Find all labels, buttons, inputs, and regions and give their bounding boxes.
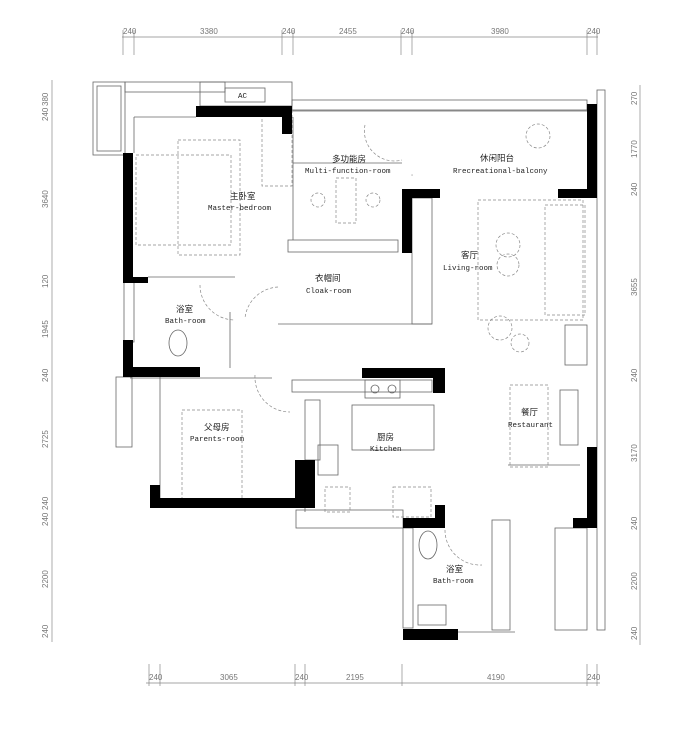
dim-label: 380 [41,92,50,106]
doors [199,124,483,566]
living-room-zh: 客厅 [461,250,479,261]
dim-label: 240 [41,512,50,526]
bath-room-1-en: Bath-room [165,318,206,326]
stove [364,379,401,399]
dim-label: 3380 [200,27,218,36]
ac-label: AC [238,93,248,101]
dim-label: 240 [401,27,415,36]
dim-label: 1945 [41,320,50,338]
dim-label: 240 [41,496,50,510]
structural-walls [123,104,597,640]
restaurant-en: Restaurant [508,422,553,430]
balcony-en: Rrecreational-balcony [453,168,548,176]
dimension-bottom: 240 3065 240 2195 4190 240 [146,664,601,686]
dim-label: 2725 [41,430,50,448]
dim-label: 240 [41,368,50,382]
dim-label: 240 [41,624,50,638]
dim-label: 3655 [630,278,639,296]
dim-label: 240 [630,516,639,530]
furniture [135,109,586,626]
dimension-right: 270 1770 240 3655 240 3170 240 2200 240 [630,85,641,645]
dim-label: 270 [630,91,639,105]
cloak-room-zh: 衣帽间 [315,273,341,284]
dim-label: 1770 [630,140,639,158]
dim-label: 240 [630,626,639,640]
bath-room-2-zh: 浴室 [446,564,464,575]
dim-label: 240 [587,27,601,36]
toilet [168,329,188,357]
living-room-en: Living-room [443,265,493,273]
dim-label: 3640 [41,190,50,208]
dim-label: 240 [41,107,50,121]
room-labels: 主卧室 Master-bedroom 多功能房 Multi-function-r… [165,153,553,586]
ac-unit [224,87,266,103]
restaurant-zh: 餐厅 [521,408,539,418]
dim-label: 240 [149,673,163,682]
dim-label: 240 [587,673,601,682]
multi-room-en: Multi-function-room [305,168,391,176]
toilet [418,530,438,560]
master-bedroom-zh: 主卧室 [230,191,256,202]
dim-label: 240 [295,673,309,682]
dim-label: 2455 [339,27,357,36]
dim-label: 120 [41,274,50,288]
living-rug [477,199,584,321]
dim-label: 4190 [487,673,505,682]
cloak-room-en: Cloak-room [306,288,352,296]
dim-label: 240 [630,368,639,382]
master-bedroom-en: Master-bedroom [208,205,272,213]
dimension-left: 380 240 3640 120 1945 240 2725 240 240 2… [41,80,53,642]
balcony-zh: 休闲阳台 [480,153,514,164]
dim-label: 240 [123,27,137,36]
kitchen-zh: 厨房 [377,432,394,443]
dim-label: 2200 [41,570,50,588]
dim-label: 2195 [346,673,364,682]
parents-room-zh: 父母房 [204,422,230,433]
multi-room-zh: 多功能房 [332,154,366,165]
bath-room-2-en: Bath-room [433,578,474,586]
kitchen-en: Kitchen [370,446,402,454]
dim-label: 3065 [220,673,238,682]
sofa [544,204,586,316]
bath-room-1-zh: 浴室 [176,304,194,315]
dim-label: 3980 [491,27,509,36]
dim-label: 240 [630,182,639,196]
dim-label: 3170 [630,444,639,462]
dimension-top: 240 3380 240 2455 240 3980 240 [122,27,601,55]
sink [417,604,447,626]
dim-label: 240 [282,27,296,36]
rug [177,139,241,256]
parents-room-en: Parents-room [190,436,245,444]
desk [335,177,357,224]
dim-label: 2200 [630,572,639,590]
sink [317,444,339,476]
bed [135,154,232,246]
